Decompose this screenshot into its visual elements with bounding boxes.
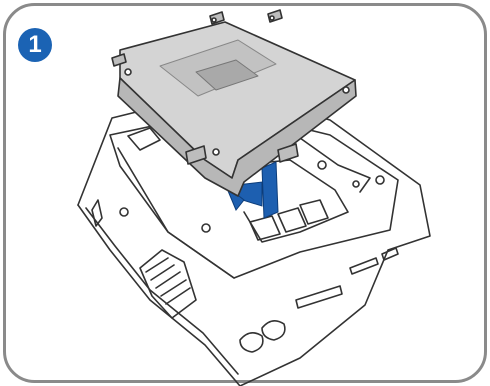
vent-grille	[140, 250, 196, 318]
step-number-badge: 1	[18, 28, 52, 62]
